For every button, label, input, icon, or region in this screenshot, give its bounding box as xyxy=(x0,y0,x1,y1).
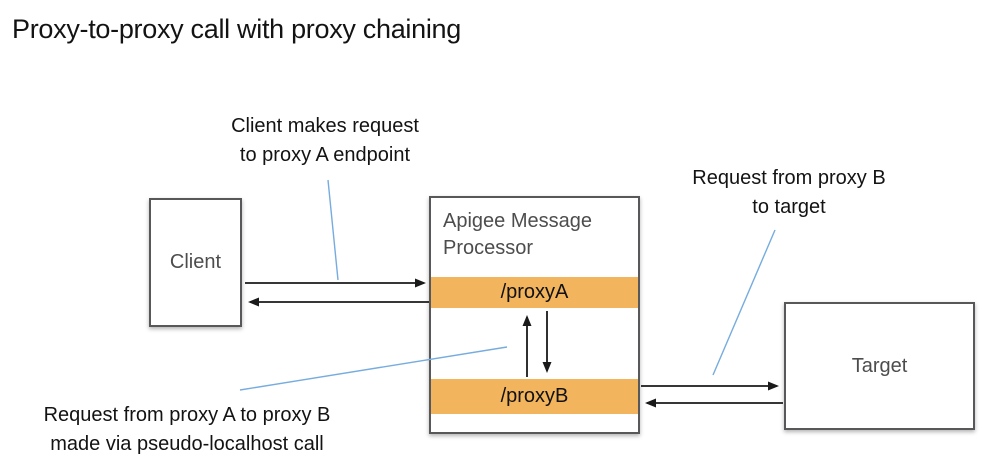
proxy-b-label: /proxyB xyxy=(500,385,569,407)
annotation-client-request: Client makes request to proxy A endpoint xyxy=(231,115,419,166)
page-title: Proxy-to-proxy call with proxy chaining xyxy=(12,14,461,44)
target-label: Target xyxy=(851,354,908,377)
callout-line-client-request xyxy=(327,179,339,281)
callout-line-proxyb-target xyxy=(712,229,776,376)
client-label: Client xyxy=(169,251,222,273)
node-apigee-message-processor: Apigee Message Processor /proxyA /proxyB xyxy=(429,196,640,434)
node-target: Target xyxy=(784,302,975,430)
proxy-a-label: /proxyA xyxy=(500,281,569,303)
annotation-proxya-to-proxyb: Request from proxy A to proxy B made via… xyxy=(43,404,331,455)
node-client: Client xyxy=(149,198,242,327)
annotation-proxyb-to-target: Request from proxy B to target xyxy=(692,167,886,218)
proxy-b-endpoint-bar: /proxyB xyxy=(431,379,638,414)
proxy-a-endpoint-bar: /proxyA xyxy=(431,277,638,308)
apigee-message-processor-label: Apigee Message Processor xyxy=(443,210,592,259)
